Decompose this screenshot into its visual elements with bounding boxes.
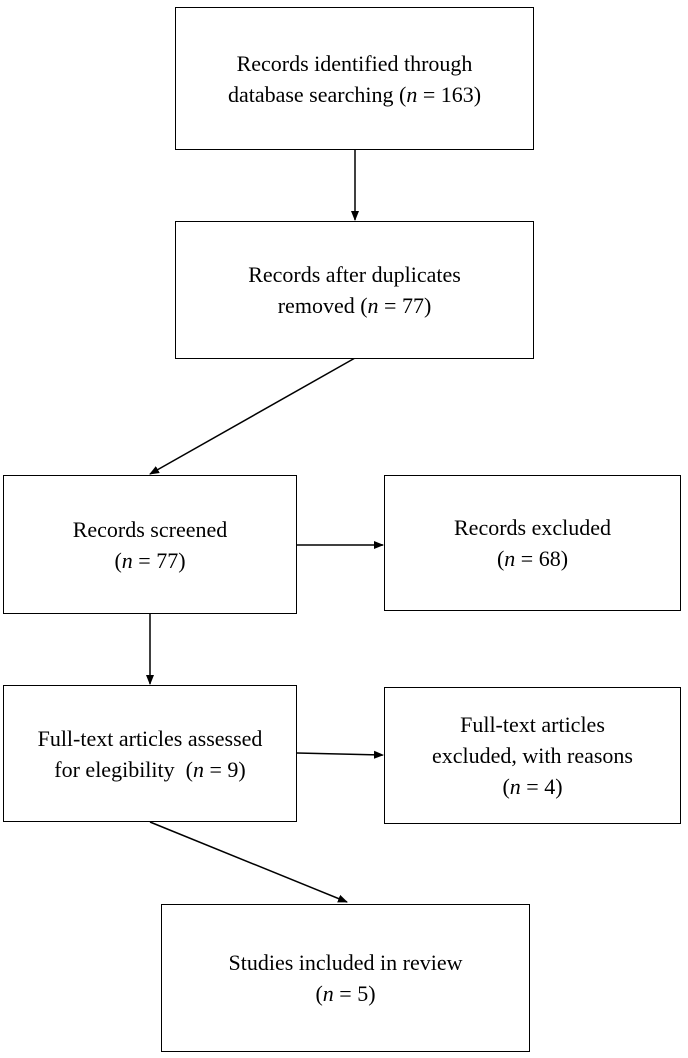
box-records-after-duplicates: Records after duplicates removed (n = 77… <box>175 221 534 359</box>
box-records-screened: Records screened (n = 77) <box>3 475 297 614</box>
box-full-text-assessed-line2: for elegibility (n = 9) <box>54 754 245 785</box>
box-records-identified-line2-pre: database searching ( <box>227 81 407 107</box>
box-records-after-duplicates-n: n <box>367 293 379 318</box>
box-records-screened-line2-pre: ( <box>114 547 122 573</box>
box-records-excluded-line2: (n = 68) <box>497 543 568 574</box>
box-records-screened-count: = 77) <box>132 547 186 573</box>
box-full-text-excluded-line2: excluded, with reasons <box>432 743 633 768</box>
box-studies-included-line1: Studies included in review <box>228 950 463 975</box>
box-records-after-duplicates-count: = 77) <box>378 293 432 318</box>
box-full-text-assessed: Full-text articles assessed for elegibil… <box>3 685 297 822</box>
box-records-excluded-line2-pre: ( <box>496 546 505 571</box>
box-records-after-duplicates-line2-pre: removed ( <box>277 293 368 318</box>
box-full-text-excluded-line1: Full-text articles <box>460 712 605 737</box>
box-records-after-duplicates-line2: removed (n = 77) <box>278 290 432 321</box>
box-records-after-duplicates-line1: Records after duplicates <box>248 262 461 287</box>
box-records-excluded-line1: Records excluded <box>454 515 611 540</box>
box-full-text-excluded: Full-text articles excluded, with reason… <box>384 687 681 824</box>
box-records-excluded-count: = 68) <box>515 546 569 571</box>
box-studies-included-line2-pre: ( <box>315 981 323 1006</box>
box-studies-included-n: n <box>322 981 334 1006</box>
box-full-text-assessed-line2-pre: for elegibility ( <box>54 756 193 782</box>
arrow-fulltext-to-included <box>149 821 348 903</box>
box-records-excluded-n: n <box>504 546 516 571</box>
arrow-fulltext-to-fulltext-excluded <box>296 750 384 759</box>
box-full-text-excluded-count: = 4) <box>520 774 563 799</box>
box-records-identified-n: n <box>406 81 418 107</box>
box-full-text-excluded-n: n <box>509 774 521 799</box>
box-full-text-assessed-line1: Full-text articles assessed <box>37 725 263 751</box>
box-records-excluded: Records excluded (n = 68) <box>384 475 681 611</box>
box-records-identified-count: = 163) <box>417 81 482 107</box>
box-studies-included: Studies included in review (n = 5) <box>161 904 530 1052</box>
arrow-dedup-to-screened <box>149 357 356 475</box>
box-records-screened-line1: Records screened <box>72 516 228 542</box>
box-records-identified-line1: Records identified through <box>236 50 473 76</box>
box-full-text-excluded-line3-pre: ( <box>502 774 510 799</box>
box-full-text-assessed-count: = 9) <box>203 756 246 782</box>
box-studies-included-line2: (n = 5) <box>315 978 375 1009</box>
box-records-screened-n: n <box>121 547 133 573</box>
box-records-identified-line2: database searching (n = 163) <box>228 79 481 110</box>
box-studies-included-count: = 5) <box>333 981 376 1006</box>
box-full-text-assessed-n: n <box>192 756 204 782</box>
box-records-screened-line2: (n = 77) <box>114 545 185 576</box>
box-full-text-excluded-line3: (n = 4) <box>502 771 562 802</box>
box-records-identified: Records identified through database sear… <box>175 7 534 150</box>
